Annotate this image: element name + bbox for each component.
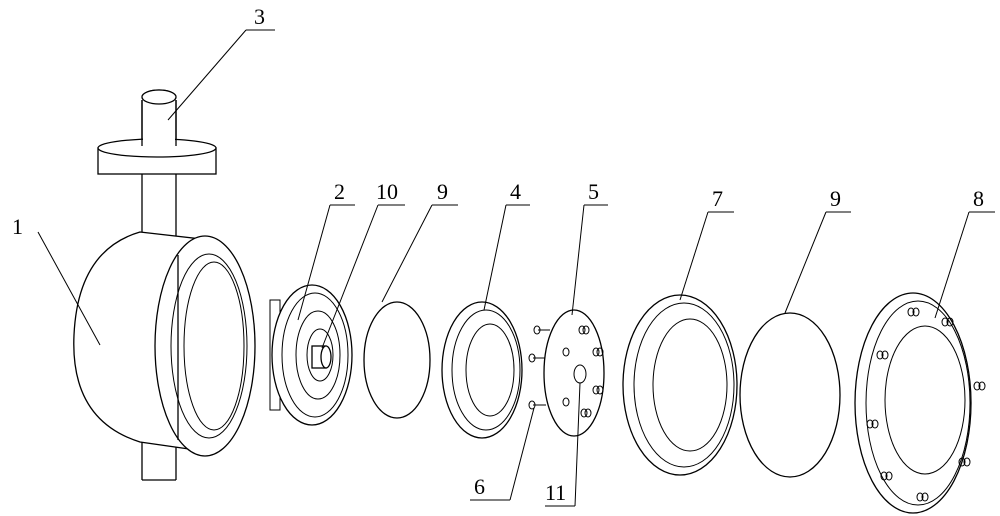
label-part-11: 11: [545, 480, 566, 505]
hub-part-10: [311, 345, 332, 369]
valve-body-part-1: [73, 231, 256, 457]
label-part-4: 4: [510, 179, 521, 204]
ring-part-7: [622, 294, 738, 476]
label-part-5: 5: [588, 179, 599, 204]
label-part-8: 8: [973, 186, 984, 211]
label-part-7: 7: [712, 186, 723, 211]
gasket-part-9-b: [739, 312, 841, 478]
label-part-9-b: 9: [830, 186, 841, 211]
flange-part-8: [854, 292, 986, 514]
label-part-2: 2: [334, 179, 345, 204]
label-part-9-a: 9: [437, 179, 448, 204]
label-part-3: 3: [254, 4, 265, 29]
ring-part-4: [441, 301, 523, 439]
label-part-6: 6: [474, 474, 485, 499]
leader-lines: [37, 29, 995, 507]
label-part-10: 10: [376, 179, 398, 204]
plate-part-5: [528, 309, 605, 437]
stem-part-3: [97, 89, 217, 481]
label-part-1: 1: [12, 214, 23, 239]
seat-part-2: [269, 284, 353, 426]
gasket-part-9-a: [363, 301, 431, 419]
